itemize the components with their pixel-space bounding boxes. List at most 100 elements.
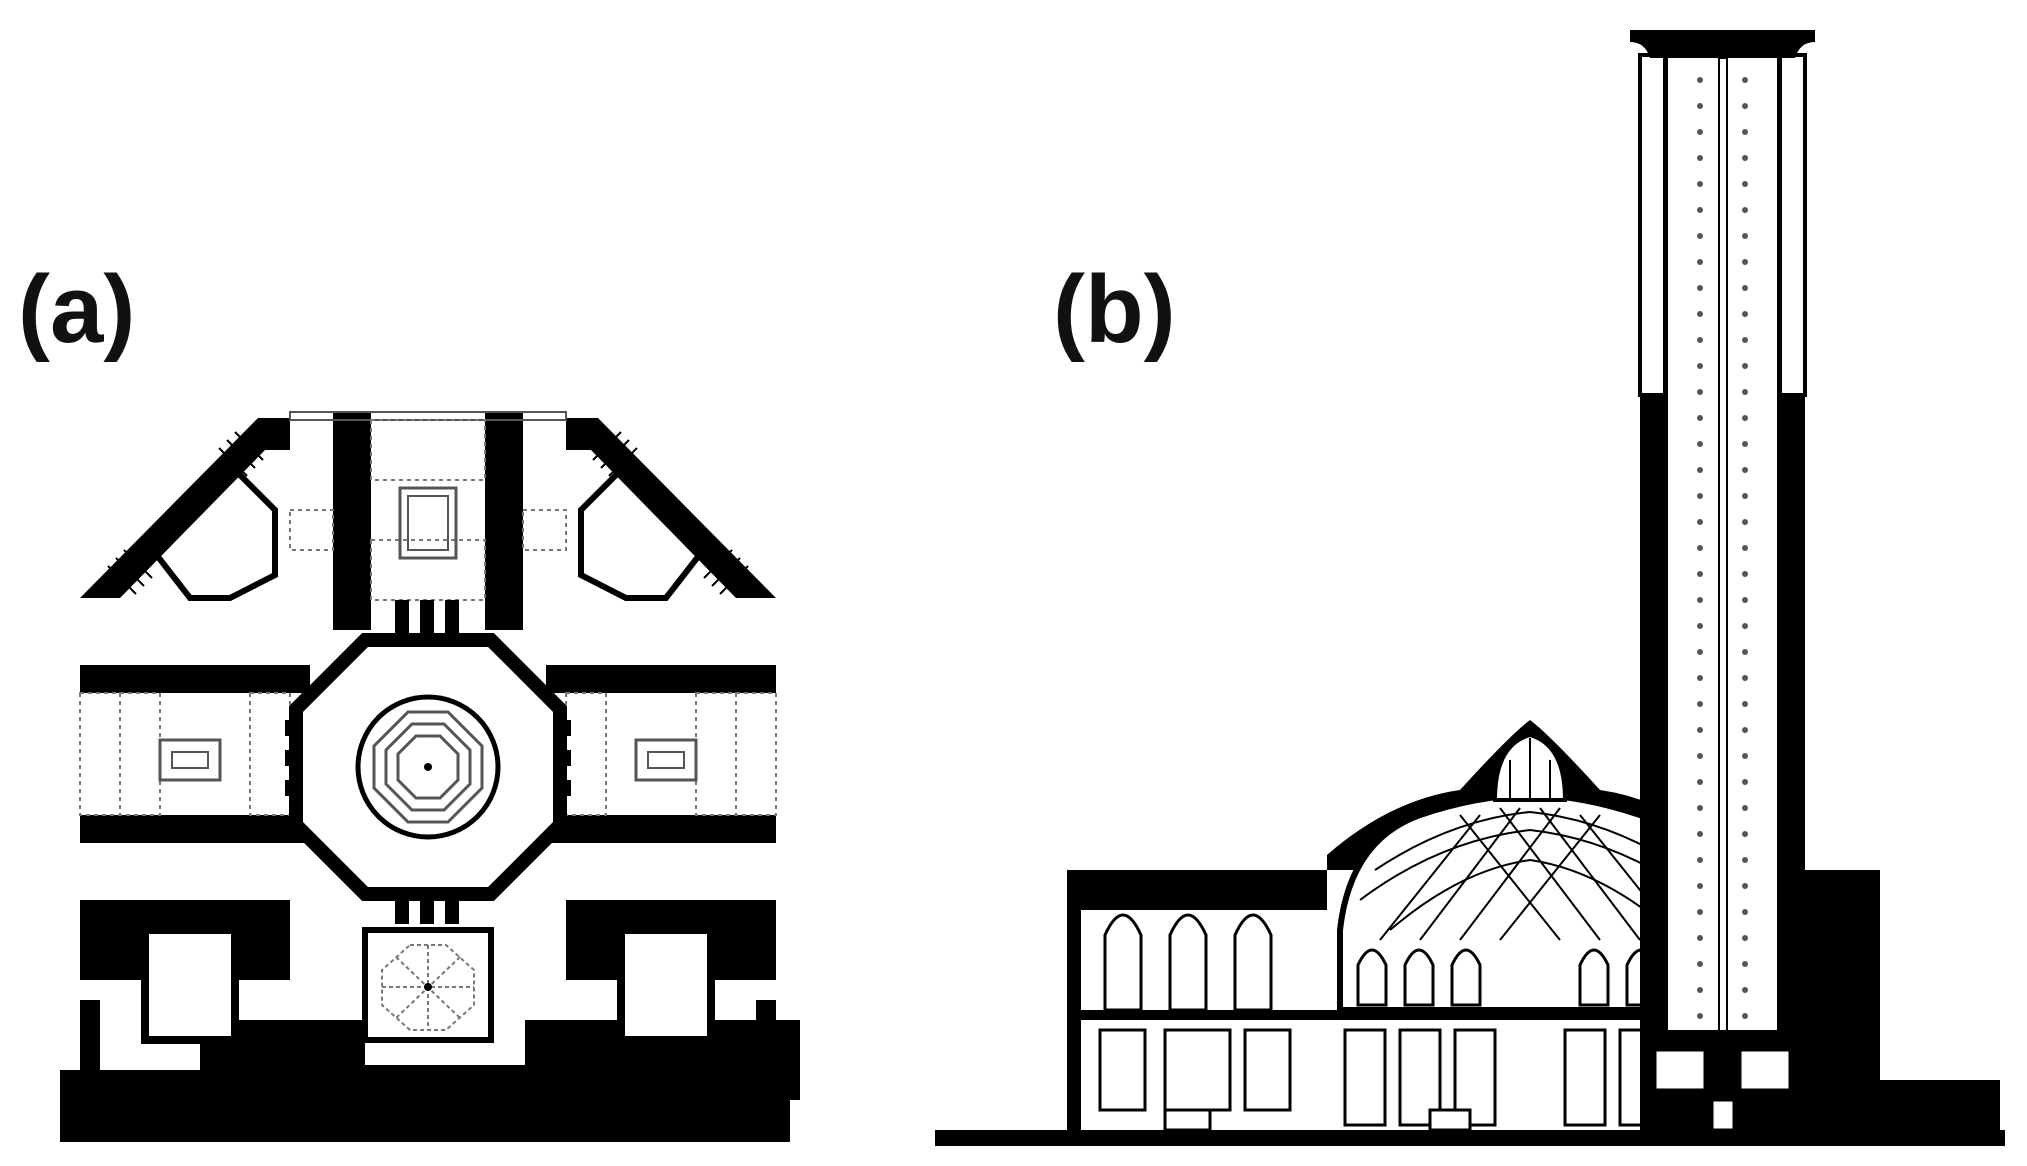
tower-dot [1742, 545, 1748, 551]
plan-west-hall-wall-top [80, 665, 310, 693]
tower-dot [1742, 441, 1748, 447]
tower-dot [1697, 259, 1703, 265]
tower-dot [1697, 441, 1703, 447]
section-tower-upper-right-wall [1778, 53, 1807, 397]
section-left-wall [1067, 870, 1081, 1130]
tower-dot [1697, 753, 1703, 759]
plan-entrance-wall-left-low [333, 540, 371, 630]
tower-dot [1697, 77, 1703, 83]
tower-dot [1697, 883, 1703, 889]
plan-lower-west-post [80, 1000, 100, 1070]
tower-dot [1697, 727, 1703, 733]
tower-dot [1742, 883, 1748, 889]
panel-a-label: (a) [18, 256, 135, 363]
section-left-lower-frames [1098, 1028, 1292, 1112]
tower-dot [1697, 961, 1703, 967]
section-elevation [935, 30, 2005, 1146]
section-tower-upper-left-wall [1638, 53, 1667, 397]
tower-dot [1742, 259, 1748, 265]
tower-dot [1697, 207, 1703, 213]
plan-east-hall-wall-top [546, 665, 776, 693]
tower-dot [1742, 571, 1748, 577]
tower-dot [1697, 571, 1703, 577]
tower-dot [1697, 103, 1703, 109]
plan-corner-wing-ne-inner [578, 455, 715, 601]
plan-central-basin-2 [384, 722, 472, 812]
plan-base-slab [60, 1098, 790, 1142]
floor-plan [60, 411, 800, 1142]
tower-dot [1742, 779, 1748, 785]
tower-dot [1742, 805, 1748, 811]
plan-entrance-dashed-bays [289, 419, 567, 601]
plan-central-basin-ring [355, 694, 501, 840]
tower-dot [1742, 181, 1748, 187]
plan-east-pool-outer [634, 738, 698, 782]
tower-dot [1697, 129, 1703, 135]
tower-dot [1697, 779, 1703, 785]
tower-dot [1742, 103, 1748, 109]
plan-central-basin-3 [396, 734, 460, 800]
tower-dot [1742, 389, 1748, 395]
plan-stair-hatch-ne [592, 431, 749, 595]
plan-south-chamber-center [424, 983, 432, 991]
plan-east-hall-dashed [565, 692, 777, 816]
plan-central-basin-center [424, 763, 432, 771]
tower-dot [1697, 337, 1703, 343]
tower-dot [1742, 415, 1748, 421]
plan-east-pool-inner [647, 751, 685, 769]
section-left-arches [1103, 913, 1273, 1012]
section-left-footing [1163, 1108, 1212, 1132]
tower-dot [1742, 519, 1748, 525]
tower-dot [1742, 701, 1748, 707]
tower-dot [1742, 285, 1748, 291]
tower-dot [1742, 1013, 1748, 1019]
tower-dot [1742, 857, 1748, 863]
section-tower-center-flue [1718, 57, 1728, 1034]
tower-dot [1742, 753, 1748, 759]
tower-dot [1697, 623, 1703, 629]
plan-corner-wing-nw [80, 418, 290, 598]
section-lantern-ribs [1509, 738, 1551, 800]
section-dome-footing [1428, 1108, 1472, 1132]
tower-dot [1697, 649, 1703, 655]
tower-dot [1742, 909, 1748, 915]
tower-dot [1742, 675, 1748, 681]
section-left-floor-band [1081, 1010, 1327, 1020]
tower-dot [1742, 623, 1748, 629]
tower-dot [1697, 363, 1703, 369]
tower-dot [1697, 493, 1703, 499]
plan-entrance-threshold [289, 411, 567, 421]
tower-dot [1697, 987, 1703, 993]
plan-bottom-corner-left [60, 1070, 200, 1100]
plan-west-hall-wall-bottom [80, 815, 310, 843]
tower-dot [1742, 987, 1748, 993]
tower-dot [1697, 935, 1703, 941]
tower-dot [1742, 311, 1748, 317]
section-tower-right-step [1805, 870, 1880, 1130]
tower-dot [1742, 467, 1748, 473]
plan-lower-east-void [617, 926, 715, 1044]
plan-central-basin-1 [372, 710, 484, 824]
tower-dot [1742, 77, 1748, 83]
tower-dot [1697, 415, 1703, 421]
panel-b-label: (b) [1053, 256, 1176, 363]
tower-dot [1742, 961, 1748, 967]
tower-dot [1742, 649, 1748, 655]
plan-lower-east-post [756, 1000, 776, 1070]
tower-dot [1697, 519, 1703, 525]
tower-dot [1742, 207, 1748, 213]
tower-dot [1742, 597, 1748, 603]
tower-dot [1697, 285, 1703, 291]
plan-corner-wing-ne [566, 418, 776, 598]
tower-dot [1697, 1013, 1703, 1019]
plan-west-pool-outer [158, 738, 222, 782]
tower-dot [1697, 831, 1703, 837]
section-dome-floor-band [1327, 1010, 1730, 1020]
tower-dot [1697, 233, 1703, 239]
plan-entrance-wall-right-low [485, 540, 523, 630]
plan-stair-hatch-nw [107, 431, 264, 595]
plan-west-hall-dashed [79, 692, 291, 816]
tower-dot [1697, 675, 1703, 681]
tower-dot [1697, 389, 1703, 395]
